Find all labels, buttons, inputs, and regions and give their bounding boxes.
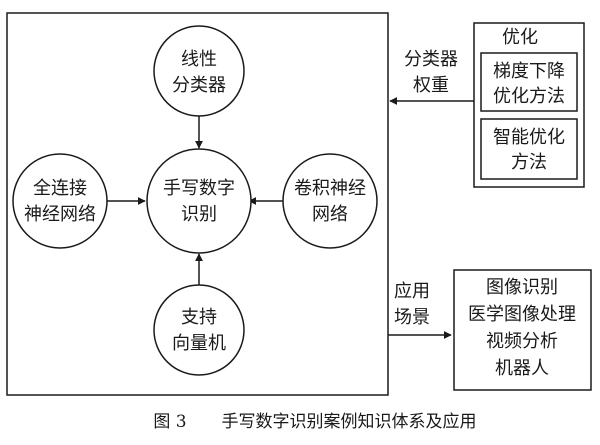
optimization-title: 优化 bbox=[502, 27, 538, 48]
node-left-line-1: 全连接 bbox=[33, 178, 87, 199]
optimization-item-gradient bbox=[480, 52, 578, 112]
application-image-recognition: 图像识别 bbox=[486, 277, 558, 298]
node-right-line-2: 网络 bbox=[312, 204, 348, 225]
application-robotics: 机器人 bbox=[495, 358, 549, 379]
weights-label-line-1: 分类器 bbox=[404, 49, 458, 70]
scenes-label-line-2: 场景 bbox=[394, 307, 430, 328]
node-linear-classifier: 线性 分类器 bbox=[153, 25, 245, 117]
node-top-line-1: 线性 bbox=[181, 49, 217, 70]
optimization-item-1-line-1: 梯度下降 bbox=[493, 61, 565, 82]
node-center-line-2: 识别 bbox=[181, 204, 217, 225]
node-top-line-2: 分类器 bbox=[172, 75, 226, 96]
applications-panel: 图像识别 医学图像处理 视频分析 机器人 bbox=[453, 269, 592, 391]
node-center: 手写数字 识别 bbox=[146, 148, 252, 254]
weights-label-line-2: 权重 bbox=[413, 75, 449, 96]
node-fully-connected-nn: 全连接 神经网络 bbox=[12, 153, 108, 249]
node-svm: 支持 向量机 bbox=[153, 284, 245, 376]
application-medical-imaging: 医学图像处理 bbox=[468, 304, 576, 325]
node-right-line-1: 卷积神经 bbox=[294, 178, 366, 199]
node-bottom-line-2: 向量机 bbox=[172, 333, 226, 354]
node-left-line-2: 神经网络 bbox=[24, 204, 96, 225]
optimization-panel: 优化 梯度下降 优化方法 智能优化 方法 bbox=[473, 22, 585, 188]
scenes-label-line-1: 应用 bbox=[394, 281, 430, 302]
node-bottom-line-1: 支持 bbox=[181, 307, 217, 328]
applications-frame bbox=[453, 269, 592, 391]
figure-caption: 手写数字识别案例知识体系及应用 bbox=[222, 412, 477, 432]
figure-number: 图 3 bbox=[153, 412, 186, 432]
optimization-item-intelligent bbox=[480, 118, 578, 180]
node-center-line-1: 手写数字 bbox=[163, 178, 235, 199]
optimization-item-1-line-2: 优化方法 bbox=[493, 86, 565, 107]
optimization-item-2-line-2: 方法 bbox=[511, 152, 547, 173]
optimization-item-2-line-1: 智能优化 bbox=[493, 127, 565, 148]
node-cnn: 卷积神经 网络 bbox=[282, 153, 378, 249]
application-video-analysis: 视频分析 bbox=[486, 331, 558, 352]
